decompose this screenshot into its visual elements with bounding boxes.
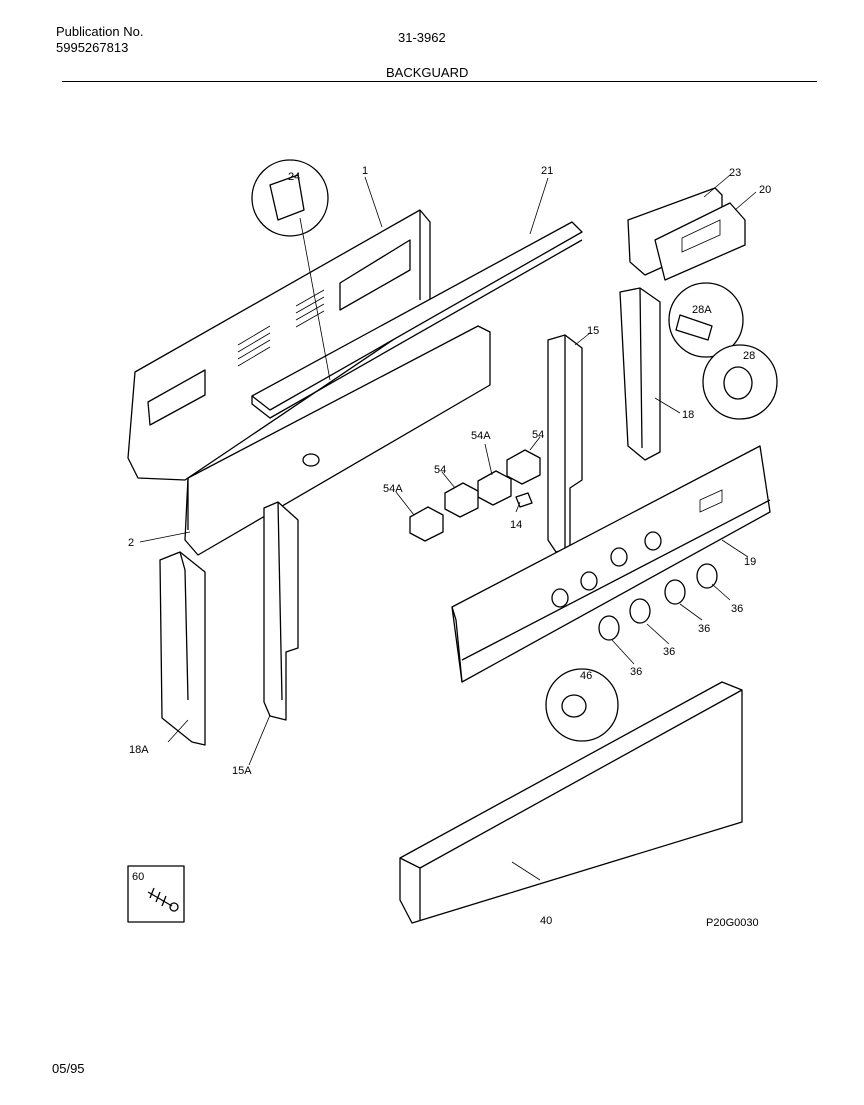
side-trim-part-18A [159, 551, 206, 746]
side-bracket-part-15A [263, 501, 299, 721]
callout-40: 40 [540, 915, 552, 927]
callout-36-c: 36 [663, 646, 675, 658]
callout-23: 23 [729, 167, 741, 179]
header-rule [62, 81, 817, 82]
detail-circle-24 [251, 159, 329, 237]
side-trim-part-18 [619, 287, 661, 461]
top-trim-part-21 [251, 221, 583, 419]
callout-21: 21 [541, 165, 553, 177]
callout-28: 28 [743, 350, 755, 362]
clock-assembly-part-23-20 [627, 187, 746, 281]
rear-panel-part-1 [127, 209, 431, 481]
callout-46: 46 [580, 670, 592, 682]
lower-bracket-part-2 [184, 325, 491, 556]
detail-circle-28A [668, 282, 744, 358]
model-code: 31-3962 [398, 30, 446, 45]
callout-36-b: 36 [698, 623, 710, 635]
publication-number: 5995267813 [56, 40, 129, 55]
lower-trim-part-40 [399, 681, 743, 924]
callout-28A: 28A [692, 304, 712, 316]
screw-box-part-60 [127, 865, 185, 923]
callout-18: 18 [682, 409, 694, 421]
callout-14: 14 [510, 519, 522, 531]
footer-date: 05/95 [52, 1061, 85, 1076]
callout-15A: 15A [232, 765, 252, 777]
control-knobs-part-36 [598, 563, 718, 641]
callout-15: 15 [587, 325, 599, 337]
section-title: BACKGUARD [386, 65, 469, 80]
callout-54A-b: 54A [383, 483, 403, 495]
callout-54-b: 54 [434, 464, 446, 476]
callout-60: 60 [132, 871, 144, 883]
callout-19: 19 [744, 556, 756, 568]
callout-18A: 18A [129, 744, 149, 756]
callout-24: 24 [288, 171, 300, 183]
callout-54-a: 54 [532, 429, 544, 441]
callout-54A-a: 54A [471, 430, 491, 442]
callout-2: 2 [128, 537, 134, 549]
callout-36-a: 36 [731, 603, 743, 615]
callout-36-d: 36 [630, 666, 642, 678]
drawing-code: P20G0030 [706, 917, 759, 929]
switches-part-54 [409, 449, 541, 542]
publication-label: Publication No. [56, 24, 144, 39]
control-panel-part-19 [451, 445, 771, 683]
callout-1: 1 [362, 165, 368, 177]
side-bracket-part-15 [547, 334, 583, 553]
callout-20: 20 [759, 184, 771, 196]
